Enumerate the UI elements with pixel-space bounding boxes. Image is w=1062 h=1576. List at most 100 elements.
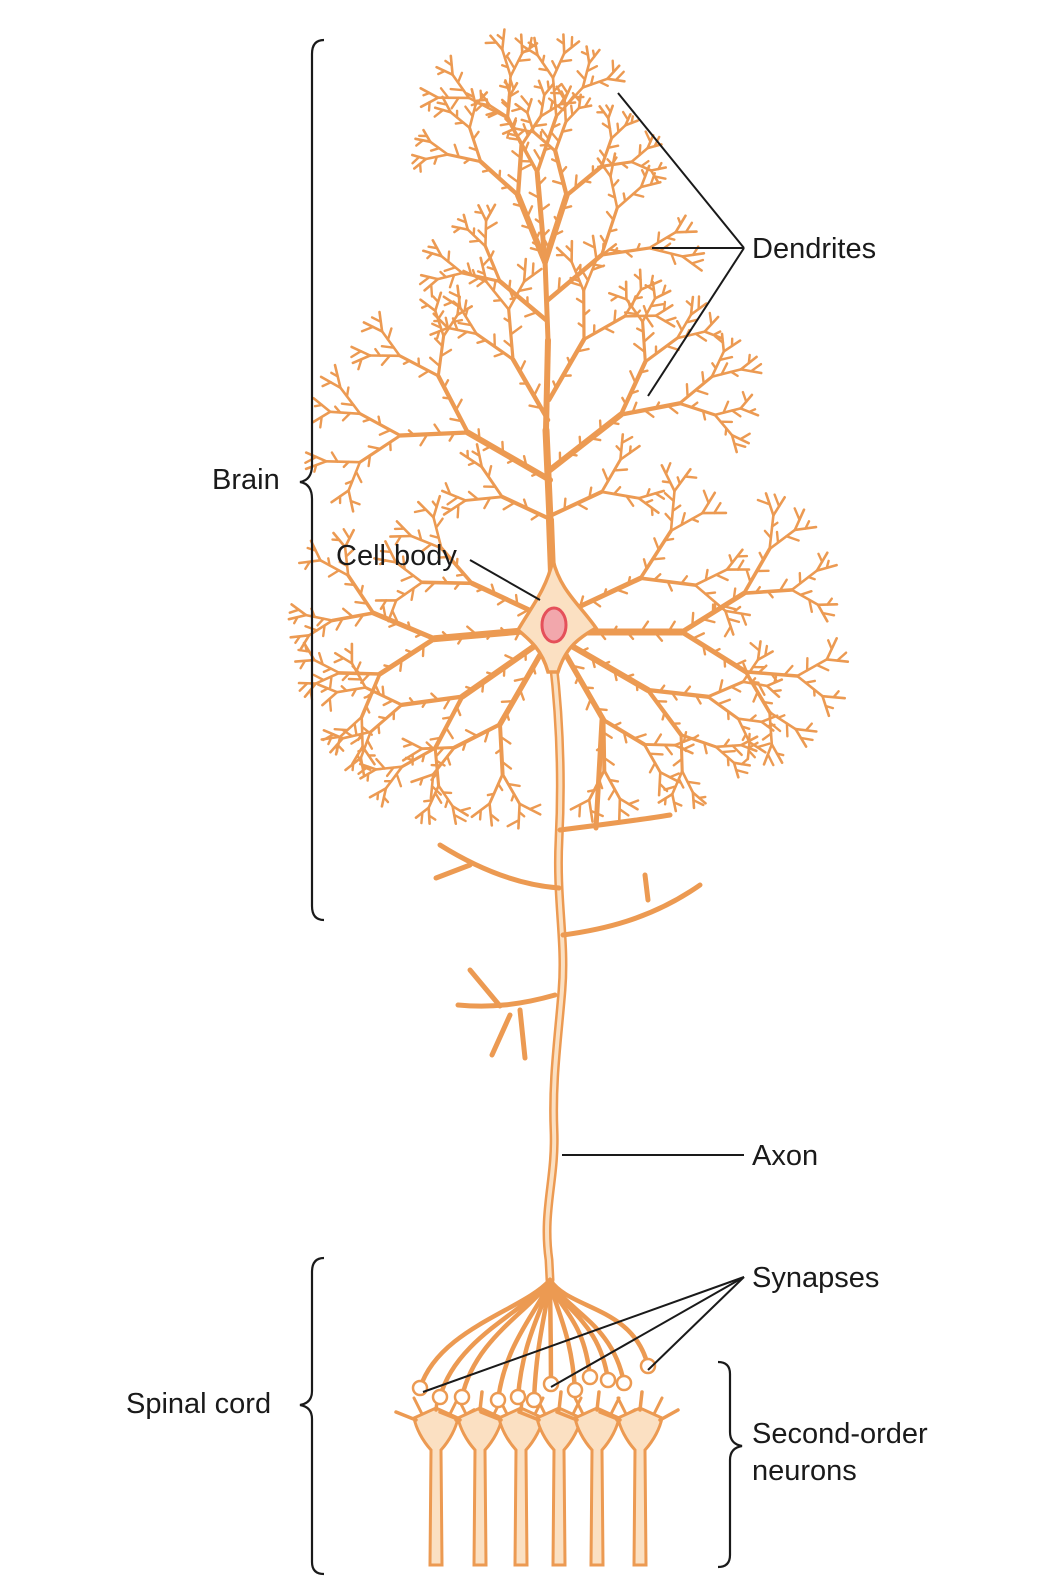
dendrite-spine xyxy=(728,554,734,565)
dendrite-spine xyxy=(425,741,435,750)
dendrite-spine xyxy=(529,246,542,253)
dendrite-spine xyxy=(443,697,452,710)
dendrite-segment xyxy=(790,569,819,592)
dendrite-spine xyxy=(312,673,325,682)
dendrite-spine xyxy=(718,355,734,362)
dendrite-segment xyxy=(314,671,341,685)
dendrite-segment xyxy=(377,636,437,677)
dendrite-spine xyxy=(645,488,651,497)
dendrite-spine xyxy=(664,512,674,523)
dendrite-spine xyxy=(602,756,615,766)
axon-collateral xyxy=(560,882,703,938)
dendrite-spine xyxy=(702,644,707,656)
dendrite-spine xyxy=(513,676,528,682)
dendrite-segment xyxy=(394,561,424,584)
dendrite-spine xyxy=(653,733,663,746)
dendrite-spine xyxy=(476,270,486,275)
dendrite-spine xyxy=(676,476,681,485)
dendrite-spine xyxy=(439,348,453,358)
dendrite-spine xyxy=(610,295,619,302)
second-order-dendrite xyxy=(555,1410,579,1422)
dendrite-spine xyxy=(422,91,431,97)
dendrite-spine xyxy=(477,229,487,239)
dendrite-spine xyxy=(509,325,523,336)
second-order-dendrite xyxy=(517,1410,541,1422)
dendrite-spine xyxy=(374,347,382,357)
dendrite-segment xyxy=(725,548,744,571)
dendrite-segment xyxy=(643,336,679,364)
dendrite-segment xyxy=(600,458,622,494)
dendrite-spine xyxy=(768,711,773,720)
dendrite-spine xyxy=(382,605,387,620)
dendrite-spine xyxy=(731,744,743,757)
dendrite-spine xyxy=(726,756,730,767)
dendrite-spine xyxy=(551,60,558,71)
dendrite-spine xyxy=(585,64,599,73)
dendrite-spine xyxy=(533,85,543,90)
dendrite-spine xyxy=(578,595,585,608)
dendrite-spine xyxy=(565,245,573,253)
dendrite-spine xyxy=(639,369,649,374)
dendrite-spine xyxy=(640,159,650,168)
dendrite-spine xyxy=(453,813,467,823)
spinal-cord-label: Spinal cord xyxy=(126,1388,272,1420)
dendrite-spine xyxy=(514,593,519,606)
dendrite-spine xyxy=(701,409,707,421)
cell-body-label: Cell body xyxy=(336,540,457,572)
dendrite-spine xyxy=(493,299,503,302)
dendrite-segment xyxy=(581,61,591,89)
dendrite-spine xyxy=(466,262,473,276)
dendrite-spine xyxy=(378,428,392,436)
dendrite-spine xyxy=(741,733,747,742)
dendrite-spine xyxy=(464,307,469,318)
dendrite-spine xyxy=(407,621,412,630)
second-order-soma xyxy=(573,1406,621,1567)
dendrite-spine xyxy=(476,587,485,593)
dendrite-spine xyxy=(612,486,622,496)
dendrite-spine xyxy=(559,165,568,175)
dendrite-spine xyxy=(712,647,721,654)
dendrite-segment xyxy=(600,490,641,500)
dendrite-spine xyxy=(618,807,630,817)
dendrite-spine xyxy=(607,788,616,801)
synapses-label: Synapses xyxy=(752,1262,880,1294)
dendrite-spine xyxy=(294,635,302,644)
dendrite-spine xyxy=(569,276,581,283)
dendrite-spine xyxy=(606,158,614,167)
dendrite-segment xyxy=(440,254,464,275)
dendrite-spine xyxy=(665,236,676,241)
dendrite-spine xyxy=(547,97,557,105)
dendrite-spine xyxy=(338,560,349,568)
brain-bracket xyxy=(299,38,325,922)
dendrite-spine xyxy=(692,799,705,807)
dendrite-segment xyxy=(436,373,470,435)
terminal-branch xyxy=(459,1277,553,1400)
dendrite-spine xyxy=(539,203,551,213)
dendrite-spine xyxy=(534,218,543,225)
synapse-bouton xyxy=(581,1368,599,1386)
dendrite-spine xyxy=(447,250,451,263)
dendrite-spine xyxy=(408,697,415,705)
dendrite-spine xyxy=(383,664,392,669)
dendrite-spine xyxy=(487,111,499,119)
synapse-boutons xyxy=(411,1357,657,1409)
dendrite-spine xyxy=(341,728,354,738)
dendrite-spine xyxy=(378,559,387,566)
dendrite-spine xyxy=(642,304,648,316)
spinal-cord-bracket xyxy=(299,1256,325,1576)
dendrite-spine xyxy=(575,502,588,511)
dendrite-spine xyxy=(402,359,411,365)
dendrite-spine xyxy=(482,444,493,452)
dendrite-spine xyxy=(799,736,814,742)
dendrite-spine xyxy=(514,37,523,46)
dendrite-spine xyxy=(614,70,625,82)
dendrite-spine xyxy=(518,688,525,701)
dendrite-spine xyxy=(740,612,748,626)
dendrite-spine xyxy=(598,149,607,159)
dendrite-spine xyxy=(583,686,594,690)
dendrite-spine xyxy=(453,143,460,159)
dendrite-spine xyxy=(577,322,586,329)
dendrite-spine xyxy=(507,173,521,184)
dendrite-spine xyxy=(457,321,473,327)
dendrite-spine xyxy=(293,616,299,625)
